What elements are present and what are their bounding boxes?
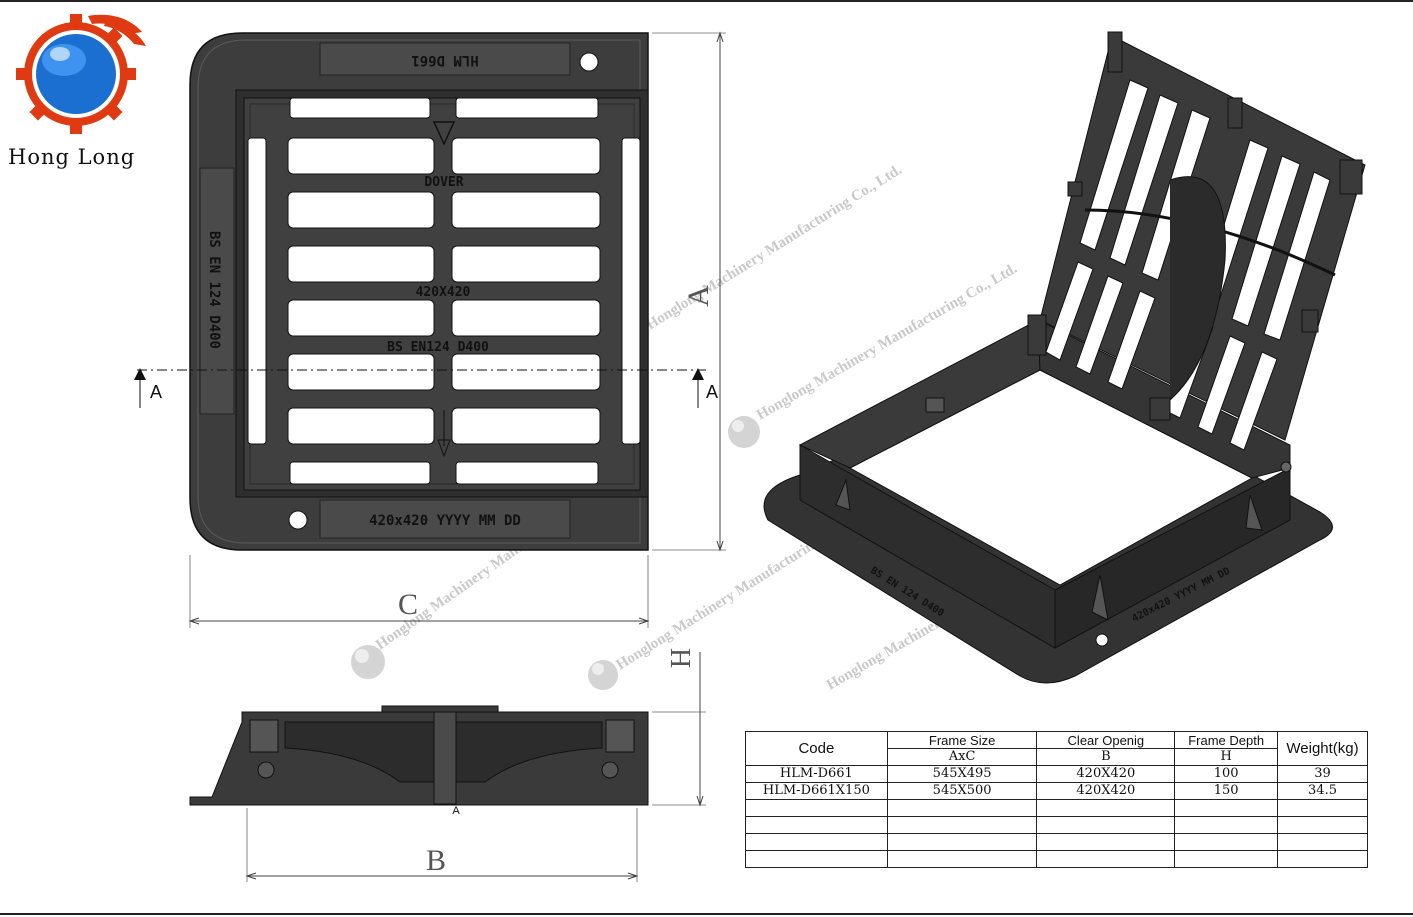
header-clear-opening: Clear Openig [1036,731,1176,749]
bottom-border-line [0,913,1413,915]
table-row [745,850,1368,868]
frame-left-text: BS EN 124 D400 [206,231,222,349]
cell-weight: 34.5 [1277,782,1368,800]
cell-code: HLM-D661 [745,765,888,783]
grate-text-dover: DOVER [424,175,463,190]
dimension-c-label: C [398,588,418,621]
cell-code [745,799,888,817]
section-view: A H B [189,648,706,882]
cell-clear-opening: 420X420 [1036,765,1176,783]
brand-logo [10,10,150,185]
cell-frame-size: 545X500 [886,782,1038,800]
cell-clear-opening [1036,816,1176,834]
cell-weight [1277,799,1368,817]
cell-frame-depth: 100 [1174,765,1279,783]
section-marker-right: A [706,382,718,402]
section-arrow-icon [134,368,146,380]
cell-frame-depth [1174,799,1279,817]
header-weight: Weight(kg) [1277,731,1368,766]
spec-table: Code Frame Size Clear Openig Frame Depth… [745,731,1368,868]
cell-weight [1277,833,1368,851]
grate-text-size: 420X420 [416,285,471,300]
cell-frame-depth [1174,816,1279,834]
cell-frame-depth [1174,833,1279,851]
header-clear-opening-sub: B [1036,748,1176,766]
cell-clear-opening [1036,799,1176,817]
globe-gear-icon [16,14,146,134]
plan-view: HLM D661 BS EN 124 D400 420x420 YYYY MM … [134,31,726,628]
cell-frame-size [886,833,1038,851]
table-row: HLM-D661 545X495 420X420 100 39 [745,765,1368,783]
cell-frame-size [886,816,1038,834]
section-arrow-icon [692,368,704,380]
brand-name: Hong Long [8,145,136,169]
dimension-a-label: A [682,285,715,307]
cell-clear-opening [1036,833,1176,851]
table-row [745,799,1368,817]
header-frame-depth-sub: H [1174,748,1279,766]
cell-frame-size [886,799,1038,817]
table-row: HLM-D661X150 545X500 420X420 150 34.5 [745,782,1368,800]
cell-frame-depth: 150 [1174,782,1279,800]
table-row [745,816,1368,834]
cell-clear-opening: 420X420 [1036,782,1176,800]
cell-code [745,850,888,868]
dimension-b-label: B [426,844,446,877]
dimension-h-label: H [666,648,697,668]
cell-code: HLM-D661X150 [745,782,888,800]
section-marker-left: A [150,382,162,402]
cell-clear-opening [1036,850,1176,868]
cell-frame-depth [1174,850,1279,868]
cell-weight: 39 [1277,765,1368,783]
cell-weight [1277,850,1368,868]
frame-bottom-text: 420x420 YYYY MM DD [369,513,521,529]
cell-frame-size: 545X495 [886,765,1038,783]
cell-code [745,833,888,851]
section-label-a: A [452,805,460,817]
isometric-view: BS EN 124 D400 420x420 YYYY MM DD [763,31,1366,684]
kitemark-icon [432,121,456,146]
header-frame-depth: Frame Depth [1174,731,1279,749]
cell-code [745,816,888,834]
header-frame-size: Frame Size [886,731,1038,749]
header-code: Code [745,731,888,766]
grate-text-standard: BS EN124 D400 [387,340,489,355]
frame-top-text: HLM D661 [411,52,478,68]
cell-weight [1277,816,1368,834]
top-border-line [0,0,1413,2]
cell-frame-size [886,850,1038,868]
header-frame-size-sub: AxC [886,748,1038,766]
arrow-down-icon [437,439,451,458]
table-row [745,833,1368,851]
